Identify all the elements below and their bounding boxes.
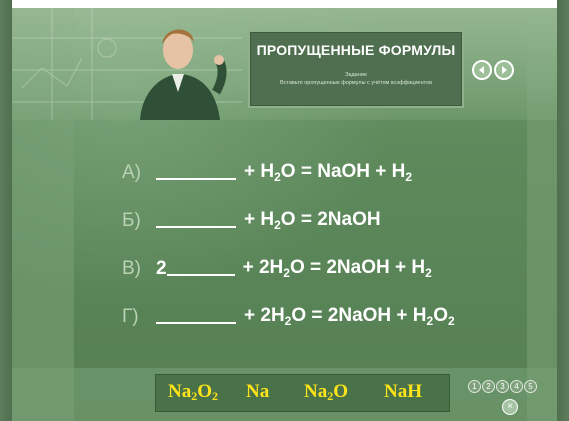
- equation-formula: + 2H2O = 2NaOH + H2O2: [244, 305, 455, 328]
- equation-letter: Г): [122, 306, 139, 327]
- answer-option-na2o2[interactable]: Na2O2: [168, 381, 219, 403]
- teacher-illustration: [140, 29, 227, 120]
- right-border: [557, 0, 569, 421]
- equations-area: А) + H2O = NaOH + H2 Б) + H2O = 2NaOH В)…: [12, 120, 557, 368]
- equation-letter: Б): [122, 210, 141, 231]
- coefficient: 2: [156, 258, 167, 279]
- chalkboard: ПРОПУЩЕННЫЕ ФОРМУЛЫ Задание Вставьте про…: [12, 8, 557, 421]
- formula-blank[interactable]: [166, 274, 235, 276]
- equation-a: А) + H2O = NaOH + H2: [122, 150, 412, 184]
- page-indicator: 1 2 3 4 5: [468, 380, 538, 394]
- answer-options-bar: Na2O2 Na Na2O NaH: [155, 374, 450, 412]
- task-instruction: Вставьте пропущенные формулы с учётом ко…: [279, 80, 433, 86]
- equation-c: В) 2 + 2H2O = 2NaOH + H2: [122, 246, 432, 280]
- equation-formula: + 2H2O = 2NaOH + H2: [242, 257, 432, 280]
- equation-formula: + H2O = NaOH + H2: [244, 161, 413, 184]
- page-2-button[interactable]: 2: [482, 380, 495, 393]
- equation-formula: + H2O = 2NaOH: [244, 209, 381, 232]
- answer-option-nah[interactable]: NaH: [384, 381, 422, 402]
- left-border: [0, 0, 12, 421]
- formula-blank[interactable]: [156, 178, 236, 180]
- equation-letter: А): [122, 162, 141, 183]
- page-4-button[interactable]: 4: [510, 380, 523, 393]
- page-1-button[interactable]: 1: [468, 380, 481, 393]
- formula-blank[interactable]: [156, 322, 236, 324]
- navigation-buttons: [472, 60, 516, 80]
- formula-blank[interactable]: [156, 226, 236, 228]
- previous-button[interactable]: [472, 60, 492, 80]
- title-panel: ПРОПУЩЕННЫЕ ФОРМУЛЫ Задание Вставьте про…: [248, 30, 464, 108]
- equation-d: Г) + 2H2O = 2NaOH + H2O2: [122, 294, 455, 328]
- page-3-button[interactable]: 3: [496, 380, 509, 393]
- arrow-right-icon: [502, 66, 507, 74]
- next-button[interactable]: [494, 60, 514, 80]
- answer-option-na2o[interactable]: Na2O: [304, 381, 349, 403]
- header-band: ПРОПУЩЕННЫЕ ФОРМУЛЫ Задание Вставьте про…: [12, 8, 557, 120]
- close-button[interactable]: ×: [502, 399, 518, 415]
- task-label: Задание: [345, 72, 367, 78]
- arrow-left-icon: [479, 66, 484, 74]
- page-5-button[interactable]: 5: [524, 380, 537, 393]
- page-title: ПРОПУЩЕННЫЕ ФОРМУЛЫ: [256, 42, 456, 58]
- equation-letter: В): [122, 258, 141, 279]
- equation-b: Б) + H2O = 2NaOH: [122, 198, 381, 232]
- answer-option-na[interactable]: Na: [246, 381, 270, 402]
